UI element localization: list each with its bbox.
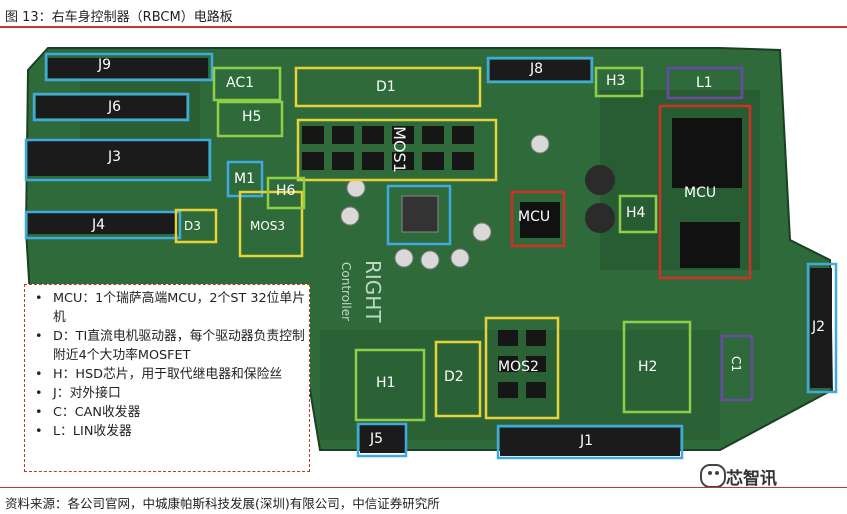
legend-box: MCU：1个瑞萨高端MCU，2个ST 32位单片机 D：TI直流电机驱动器，每个… bbox=[24, 284, 310, 472]
connector-j5 bbox=[360, 425, 405, 453]
box-mos2 bbox=[484, 316, 560, 420]
label-j5: J5 bbox=[370, 431, 384, 447]
label-mos3: MOS3 bbox=[250, 219, 286, 233]
label-d1: D1 bbox=[376, 79, 396, 95]
label-d2: D2 bbox=[444, 369, 464, 385]
mcu-small-chip bbox=[520, 202, 560, 238]
title-divider bbox=[0, 26, 847, 28]
label-j6: J6 bbox=[108, 99, 122, 115]
box-h3 bbox=[594, 66, 644, 98]
label-h2: H2 bbox=[638, 359, 658, 375]
connector-j6 bbox=[36, 96, 186, 118]
silkscreen-right: RIGHT bbox=[361, 260, 385, 323]
box-crystal bbox=[386, 184, 452, 246]
label-h1: H1 bbox=[376, 375, 396, 391]
label-h4: H4 bbox=[626, 205, 646, 221]
box-j1 bbox=[496, 424, 684, 460]
label-j9: J9 bbox=[98, 57, 112, 73]
label-mos2: MOS2 bbox=[498, 359, 539, 375]
label-j8: J8 bbox=[530, 61, 544, 77]
box-mcu-main bbox=[658, 104, 752, 280]
label-h5: H5 bbox=[242, 109, 262, 125]
legend-item-j: J：对外接口 bbox=[35, 384, 309, 403]
connector-j4 bbox=[28, 212, 178, 234]
source-divider bbox=[0, 487, 847, 488]
label-c1: C1 bbox=[729, 356, 743, 373]
connector-j8 bbox=[490, 60, 590, 80]
box-d2 bbox=[434, 340, 482, 418]
label-d3: D3 bbox=[184, 219, 201, 233]
label-j4: J4 bbox=[92, 217, 106, 233]
pcb-board-drawing: RIGHT Controller bbox=[24, 47, 838, 460]
box-j6 bbox=[32, 92, 190, 122]
box-j3 bbox=[24, 138, 212, 182]
box-h6 bbox=[266, 176, 306, 210]
pcb-area bbox=[320, 330, 720, 440]
capacitors bbox=[340, 134, 550, 270]
silkscreen-controller: Controller bbox=[339, 262, 353, 321]
box-j2 bbox=[806, 262, 838, 394]
box-j8 bbox=[486, 56, 594, 84]
label-mos1: MOS1 bbox=[389, 126, 409, 173]
source-note: 资料来源：各公司官网，中城康帕斯科技发展(深圳)有限公司，中信证券研究所 bbox=[5, 496, 440, 511]
box-j5 bbox=[356, 422, 408, 458]
label-l1: L1 bbox=[696, 75, 713, 91]
box-l1 bbox=[666, 66, 744, 100]
box-mos3 bbox=[238, 190, 304, 258]
box-m1 bbox=[226, 160, 264, 198]
legend-item-l: L：LIN收发器 bbox=[35, 422, 309, 441]
box-ac1 bbox=[212, 66, 282, 102]
crystal-component bbox=[401, 195, 439, 233]
connector-j3 bbox=[28, 140, 208, 176]
box-h5 bbox=[216, 100, 284, 138]
pcb-photo: RIGHT Controller J9 J6 J3 J4 J8 J1 J2 J5… bbox=[20, 30, 840, 486]
label-j2: J2 bbox=[812, 319, 826, 335]
box-d3 bbox=[174, 208, 218, 244]
mosfet-array-mos2 bbox=[498, 330, 546, 398]
box-h2 bbox=[622, 320, 692, 414]
connector-j1 bbox=[500, 428, 680, 456]
wechat-icon bbox=[700, 464, 726, 488]
figure-title: 图 13：右车身控制器（RBCM）电路板 bbox=[5, 10, 233, 25]
legend-list: MCU：1个瑞萨高端MCU，2个ST 32位单片机 D：TI直流电机驱动器，每个… bbox=[25, 285, 309, 441]
box-j4 bbox=[24, 210, 182, 240]
box-mos1 bbox=[296, 118, 498, 182]
watermark: 芯智讯 bbox=[726, 469, 777, 489]
label-mcu-small: MCU bbox=[518, 209, 551, 225]
legend-item-d: D：TI直流电机驱动器，每个驱动器负责控制附近4个大功率MOSFET bbox=[35, 327, 309, 365]
label-mcu-main: MCU bbox=[684, 185, 717, 201]
connector-j9 bbox=[48, 58, 208, 78]
label-m1: M1 bbox=[234, 171, 255, 187]
label-j1: J1 bbox=[580, 433, 594, 449]
box-h4 bbox=[618, 194, 658, 234]
inductors bbox=[585, 165, 615, 233]
mcu-main-chip bbox=[672, 118, 742, 188]
label-h3: H3 bbox=[606, 73, 626, 89]
label-h6: H6 bbox=[276, 183, 296, 199]
box-h1 bbox=[354, 348, 426, 422]
connector-j2 bbox=[810, 268, 832, 388]
mosfet-array-mos1 bbox=[302, 126, 474, 170]
box-j9 bbox=[44, 52, 214, 82]
legend-item-c: C：CAN收发器 bbox=[35, 403, 309, 422]
box-d1 bbox=[294, 66, 482, 108]
mcu-secondary-chip bbox=[680, 222, 740, 268]
label-ac1: AC1 bbox=[226, 75, 255, 91]
box-mcu-small bbox=[510, 190, 566, 248]
legend-item-mcu: MCU：1个瑞萨高端MCU，2个ST 32位单片机 bbox=[35, 289, 309, 327]
legend-item-h: H：HSD芯片，用于取代继电器和保险丝 bbox=[35, 365, 309, 384]
label-j3: J3 bbox=[108, 149, 122, 165]
box-c1 bbox=[720, 334, 754, 402]
